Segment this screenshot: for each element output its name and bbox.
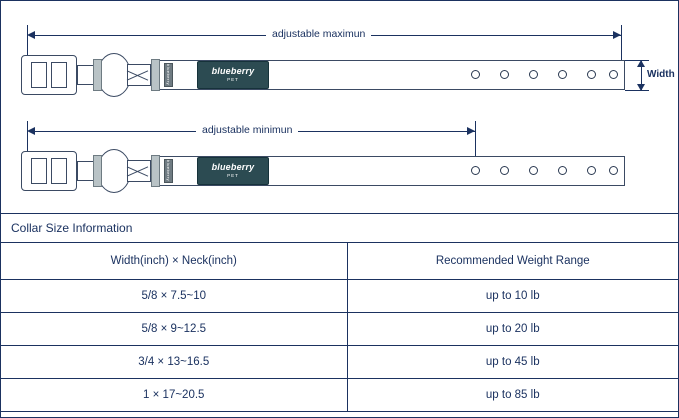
header-weight-range: Recommended Weight Range	[347, 243, 678, 280]
collar-diagram: adjustable maximun blueberry blueberr	[1, 1, 678, 214]
brand-label-top: blueberry PET	[197, 61, 269, 89]
hole-bottom-6	[609, 166, 618, 175]
hole-top-4	[558, 70, 567, 79]
buckle-bar-top-2	[51, 62, 67, 88]
d-ring-bottom	[97, 149, 131, 193]
hole-top-3	[529, 70, 538, 79]
hole-bottom-3	[529, 166, 538, 175]
min-arrow-left-icon	[27, 127, 35, 135]
cell-weight: up to 45 lb	[347, 345, 678, 379]
side-tag-bottom: blueberry	[164, 159, 173, 183]
hole-bottom-5	[587, 166, 596, 175]
min-left-tick	[27, 121, 28, 177]
table-row: 3/4 × 13~16.5 up to 45 lb	[1, 345, 678, 379]
max-left-tick	[27, 25, 28, 61]
d-ring-top	[97, 53, 131, 97]
brand-sub-top: PET	[227, 77, 239, 83]
max-dimension-label: adjustable maximun	[266, 28, 372, 40]
cell-size: 5/8 × 7.5~10	[1, 279, 348, 313]
buckle-bar-bottom-1	[31, 158, 47, 184]
brand-label-bottom: blueberry PET	[197, 157, 269, 185]
hole-top-5	[587, 70, 596, 79]
width-dimension-line	[641, 60, 642, 91]
diagram-table-divider	[1, 213, 678, 214]
min-dimension-label: adjustable minimun	[196, 124, 299, 136]
cell-weight: up to 85 lb	[347, 378, 678, 412]
cell-size: 1 × 17~20.5	[1, 378, 348, 412]
hole-bottom-2	[500, 166, 509, 175]
buckle-bar-bottom-2	[51, 158, 67, 184]
width-arrow-up-icon	[637, 60, 645, 67]
table-header-row: Width(inch) × Neck(inch) Recommended Wei…	[1, 243, 678, 280]
cell-size: 5/8 × 9~12.5	[1, 312, 348, 346]
strap-crosshatch-top	[127, 64, 151, 86]
cell-size: 3/4 × 13~16.5	[1, 345, 348, 379]
buckle-frame-bottom	[21, 151, 77, 191]
width-label: Width	[647, 69, 675, 80]
brand-name-top: blueberry	[211, 66, 255, 77]
max-arrow-right-icon	[613, 31, 621, 39]
size-table-section: Collar Size Information Width(inch) × Ne…	[1, 213, 678, 418]
size-table: Width(inch) × Neck(inch) Recommended Wei…	[1, 243, 678, 412]
side-tag-top: blueberry	[164, 63, 173, 87]
cell-weight: up to 10 lb	[347, 279, 678, 313]
slider-top-left	[93, 59, 102, 91]
buckle-bar-top-1	[31, 62, 47, 88]
max-right-tick	[621, 25, 622, 61]
buckle-frame-top	[21, 55, 77, 95]
slider-bottom-left	[93, 155, 102, 187]
table-row: 1 × 17~20.5 up to 85 lb	[1, 378, 678, 412]
strap-crosshatch-bottom	[127, 160, 151, 182]
hole-top-2	[500, 70, 509, 79]
hole-bottom-4	[558, 166, 567, 175]
slider-bottom-right	[151, 155, 160, 187]
table-row: 5/8 × 9~12.5 up to 20 lb	[1, 312, 678, 346]
table-row: 5/8 × 7.5~10 up to 10 lb	[1, 279, 678, 313]
hole-bottom-1	[471, 166, 480, 175]
header-width-neck: Width(inch) × Neck(inch)	[1, 243, 348, 280]
hole-top-1	[471, 70, 480, 79]
tips-text: Tips: Measure the circumference of pet's…	[1, 412, 678, 418]
hole-top-6	[609, 70, 618, 79]
min-arrow-right-icon	[467, 127, 475, 135]
brand-name-bottom: blueberry	[211, 162, 255, 173]
cell-weight: up to 20 lb	[347, 312, 678, 346]
slider-top-right	[151, 59, 160, 91]
max-arrow-left-icon	[27, 31, 35, 39]
section-title: Collar Size Information	[1, 213, 678, 243]
min-right-tick	[475, 121, 476, 183]
brand-sub-bottom: PET	[227, 173, 239, 179]
width-arrow-down-icon	[637, 84, 645, 91]
